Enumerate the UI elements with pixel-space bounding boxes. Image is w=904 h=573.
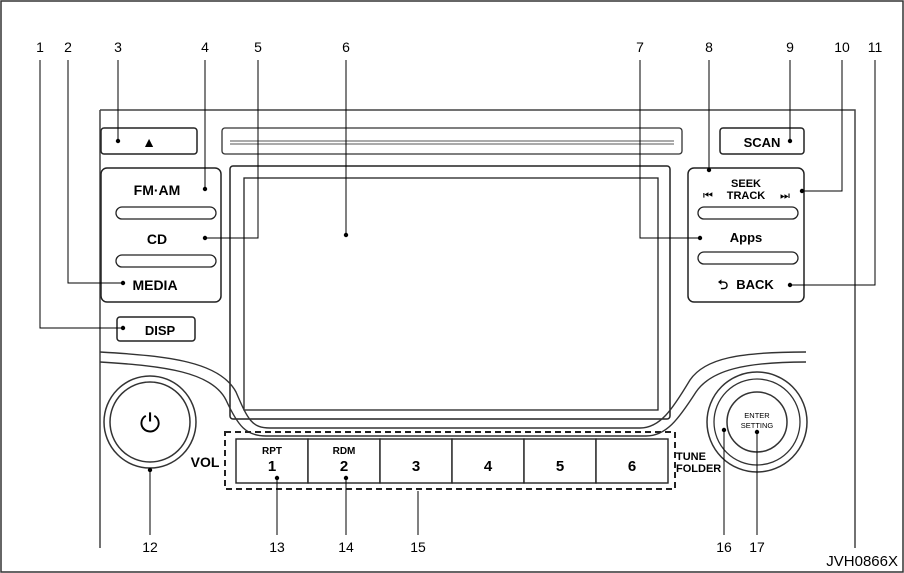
preset-number-2: 2: [340, 458, 348, 475]
callout-3: 3: [114, 39, 122, 55]
eject-icon: ▲: [142, 134, 156, 150]
left-button-group: [100, 167, 222, 303]
preset-number-4: 4: [484, 458, 493, 475]
eject-button[interactable]: [100, 127, 198, 155]
callout-14: 14: [338, 539, 354, 555]
preset-button-2[interactable]: [307, 438, 381, 484]
callout-6: 6: [342, 39, 350, 55]
leader-lines: [39, 60, 876, 535]
leader-1: [39, 60, 123, 329]
callout-5: 5: [254, 39, 262, 55]
seek-label-line2: TRACK: [727, 190, 766, 202]
power-knob-inner[interactable]: [109, 381, 191, 463]
scan-button[interactable]: [719, 127, 805, 155]
enter-label: ENTER: [744, 411, 770, 420]
unit-body-outline: [100, 109, 856, 548]
bezel-curve-upper: [99, 351, 807, 429]
vol-label: VOL: [191, 454, 220, 470]
callout-numbers: 1 2 3 4 5 6 7 8 9 10 11 12 13 14 15 16 1…: [36, 39, 882, 555]
disp-label: DISP: [145, 323, 176, 338]
leader-dots: [115, 138, 805, 481]
preset-number-1: 1: [268, 458, 276, 475]
figure-id: JVH0866X: [826, 553, 898, 570]
callout-12: 12: [142, 539, 158, 555]
leader-10: [802, 60, 843, 192]
preset-button-3[interactable]: [379, 438, 453, 484]
tune-label-line1: TUNE: [676, 451, 706, 463]
apps-button-label[interactable]: Apps: [730, 230, 763, 245]
callout-11: 11: [868, 39, 883, 55]
left-divider-1: [115, 206, 217, 220]
back-button-label[interactable]: BACK: [736, 277, 774, 292]
seek-prev-icon: ⏮: [703, 190, 713, 202]
right-button-group: [687, 167, 805, 303]
preset-button-6[interactable]: [595, 438, 669, 484]
callout-10: 10: [834, 39, 850, 55]
callout-16: 16: [716, 539, 732, 555]
display-screen[interactable]: [243, 177, 659, 411]
seek-label-line1: SEEK: [731, 178, 761, 190]
right-divider-2: [697, 251, 799, 265]
preset-top-label-2: RDM: [333, 446, 356, 457]
callout-17: 17: [749, 539, 765, 555]
preset-button-1[interactable]: [235, 438, 309, 484]
cd-slot: [221, 127, 683, 155]
preset-buttons-dashed-box: [224, 431, 676, 490]
preset-number-3: 3: [412, 458, 420, 475]
back-icon: ⮌: [718, 277, 729, 292]
disp-button[interactable]: [116, 316, 196, 342]
callout-8: 8: [705, 39, 713, 55]
tune-label-line2: FOLDER: [676, 463, 721, 475]
leader-11: [790, 60, 876, 286]
callout-15: 15: [410, 539, 426, 555]
seek-next-icon: ⏭: [780, 190, 790, 202]
callout-4: 4: [201, 39, 209, 55]
leader-5: [205, 60, 259, 239]
leader-7: [639, 60, 700, 239]
setting-label: SETTING: [741, 421, 774, 430]
power-icon: ⏻: [140, 408, 161, 438]
bezel-curve-lower: [99, 361, 807, 437]
left-divider-2: [115, 254, 217, 268]
right-divider-1: [697, 206, 799, 220]
callout-13: 13: [269, 539, 285, 555]
preset-number-6: 6: [628, 458, 636, 475]
preset-button-4[interactable]: [451, 438, 525, 484]
preset-number-5: 5: [556, 458, 564, 475]
cd-button-label[interactable]: CD: [147, 231, 167, 247]
media-button-label[interactable]: MEDIA: [132, 277, 177, 293]
preset-top-label-1: RPT: [262, 446, 282, 457]
scan-label: SCAN: [744, 135, 781, 150]
callout-1: 1: [36, 39, 44, 55]
callout-2: 2: [64, 39, 72, 55]
callout-7: 7: [636, 39, 644, 55]
leader-2: [67, 60, 123, 284]
callout-9: 9: [786, 39, 794, 55]
fm-am-button-label[interactable]: FM·AM: [134, 182, 181, 198]
